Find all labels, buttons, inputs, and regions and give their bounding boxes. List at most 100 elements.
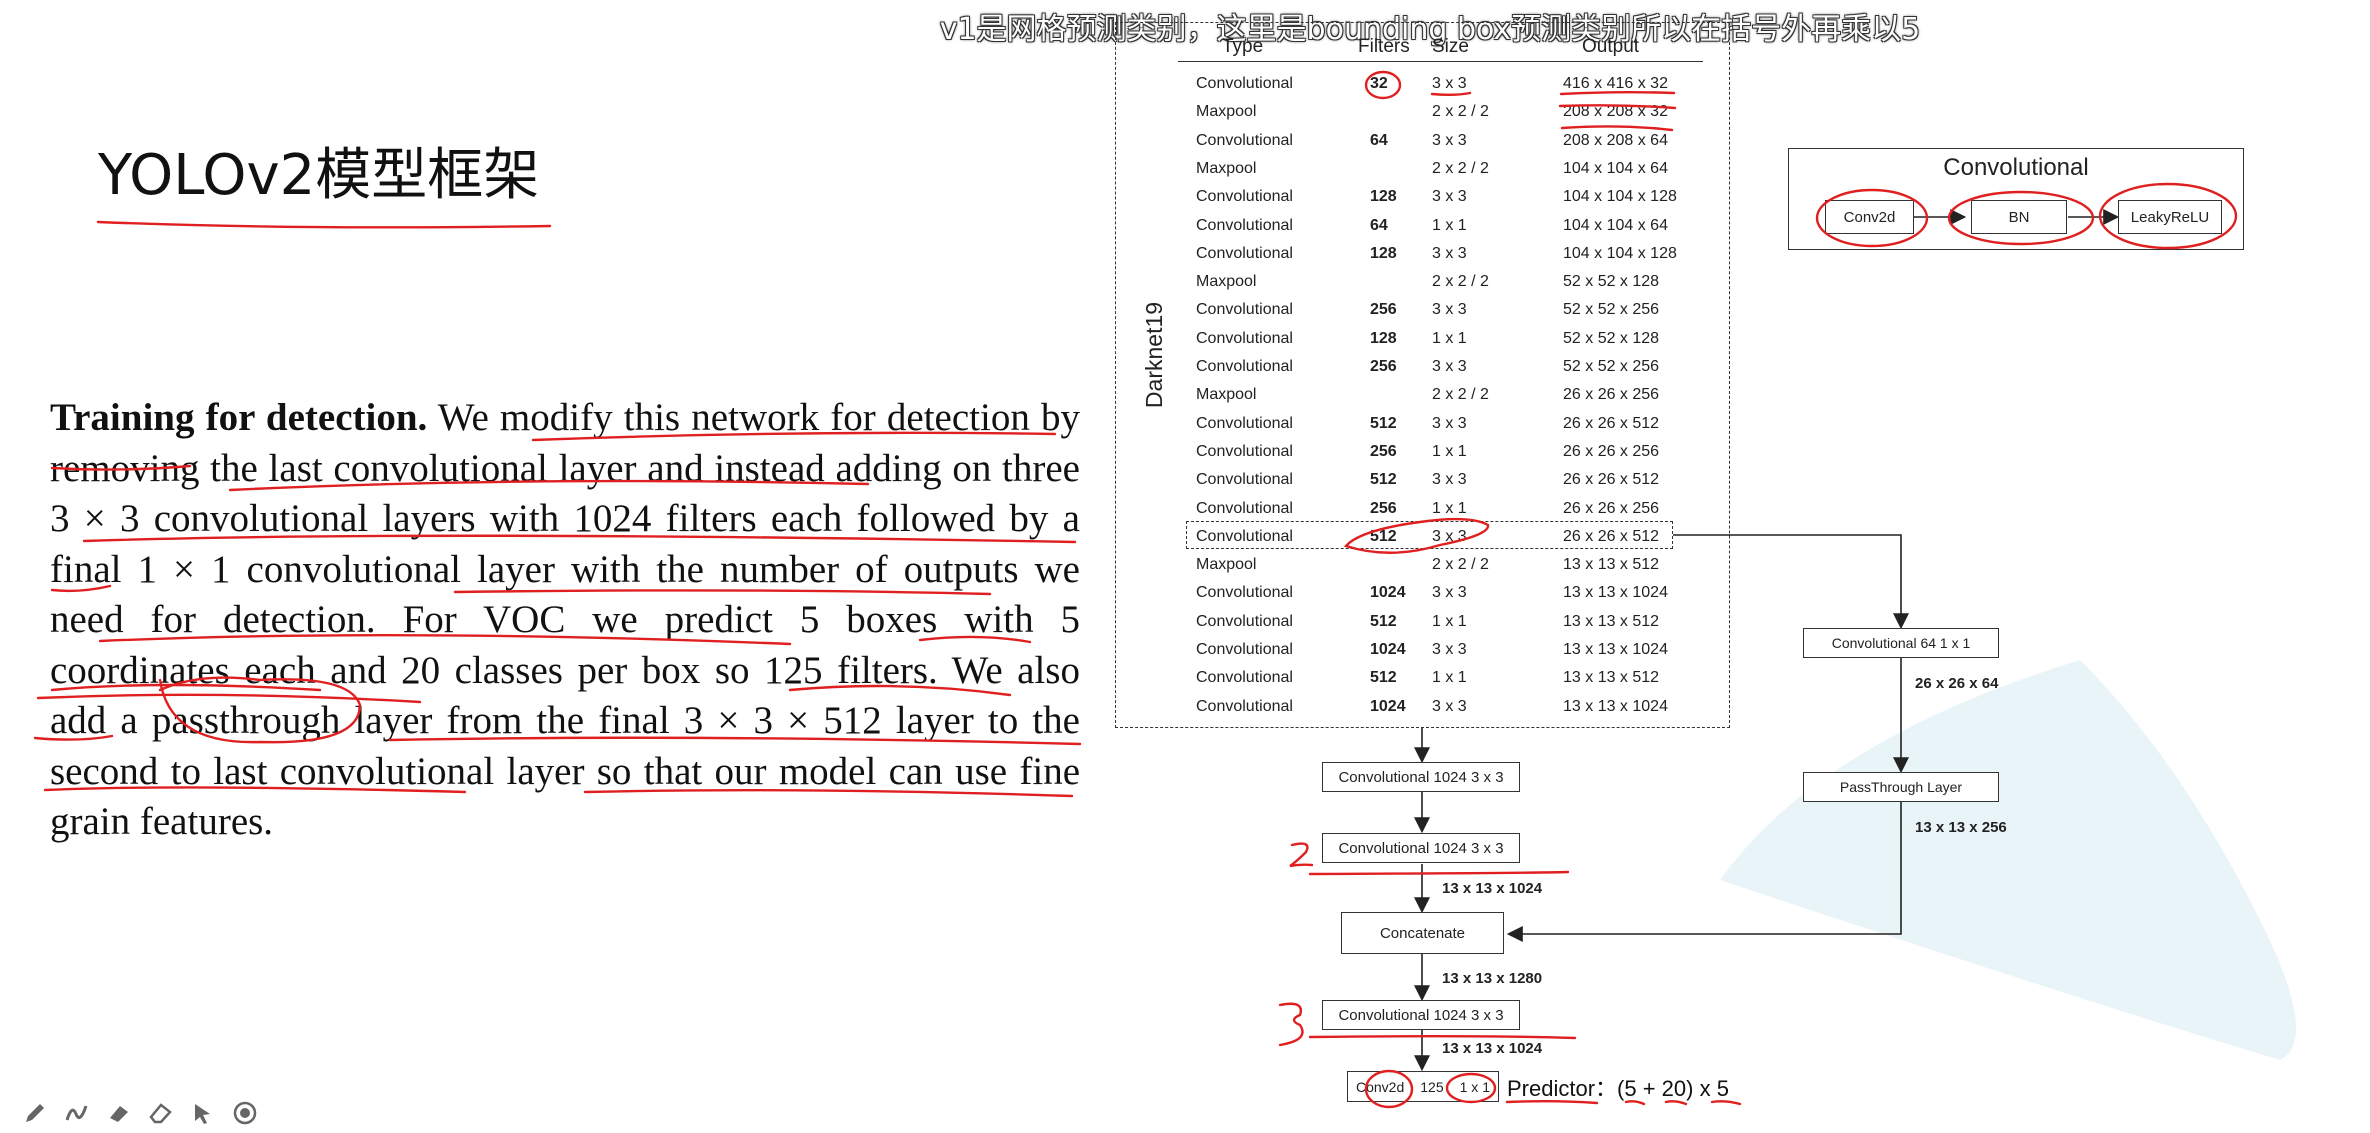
size-cell: 3 x 3 — [1432, 131, 1467, 149]
output-cell: 52 x 52 x 256 — [1563, 358, 1660, 375]
output-cell: 13 x 13 x 1024 — [1563, 584, 1668, 602]
curve-icon[interactable] — [62, 1098, 92, 1128]
filters-cell: 64 — [1370, 216, 1388, 234]
size-cell: 1 x 1 — [1432, 499, 1467, 517]
output-cell: 208 x 208 x 64 — [1563, 131, 1668, 149]
video-caption: v1是网格预测类别，这里是bounding box预测类别所以在括号外再乘以5 — [939, 12, 1921, 47]
layer-type-cell: Convolutional — [1196, 188, 1293, 206]
size-cell: 3 x 3 — [1432, 641, 1467, 658]
output-cell: 52 x 52 x 256 — [1563, 301, 1660, 319]
header-size: Size — [1432, 36, 1469, 57]
layer-type-cell: Convolutional — [1196, 131, 1293, 149]
head-conv-2: Convolutional 1024 3 x 3 — [1322, 833, 1520, 863]
size-cell: 3 x 3 — [1432, 471, 1467, 489]
table-row: Convolutional 128 1 x 1 52 x 52 x 128 — [1196, 326, 1716, 354]
layer-type-cell: Convolutional — [1196, 669, 1293, 687]
slide-title: YOLOv2模型框架 — [98, 143, 540, 208]
layer-type-cell: Convolutional — [1196, 641, 1293, 658]
layer-type-cell: Convolutional — [1196, 697, 1293, 715]
annotation-3: 3 — [1276, 996, 1277, 997]
output-cell: 104 x 104 x 128 — [1563, 244, 1677, 262]
filters-cell: 512 — [1370, 471, 1397, 489]
output-cell: 26 x 26 x 256 — [1563, 499, 1660, 517]
passthrough-layer-box: PassThrough Layer — [1803, 772, 1999, 802]
layer-type-cell: Maxpool — [1196, 103, 1257, 121]
header-type: Type — [1222, 36, 1264, 57]
background-watermark — [1720, 660, 2296, 1060]
passthrough-layer-output: 13 x 13 x 256 — [1915, 819, 2007, 836]
filters-cell: 256 — [1370, 499, 1397, 517]
output-cell: 26 x 26 x 512 — [1563, 527, 1660, 545]
size-cell: 1 x 1 — [1432, 669, 1467, 687]
legend-bn: BN — [1971, 200, 2067, 234]
output-cell: 13 x 13 x 1024 — [1563, 641, 1668, 658]
filters-cell: 256 — [1370, 358, 1397, 375]
header-filters: Filters — [1358, 36, 1410, 57]
filters-cell: 128 — [1370, 329, 1397, 347]
final-conv-size: 1 x 1 — [1459, 1078, 1490, 1095]
size-cell: 3 x 3 — [1432, 584, 1467, 602]
passthrough-conv-box: Convolutional 64 1 x 1 — [1803, 628, 1999, 658]
layer-type-cell: Maxpool — [1196, 556, 1257, 574]
head-conv-3: Convolutional 1024 3 x 3 — [1322, 1000, 1520, 1030]
head-conv-3-output: 13 x 13 x 1024 — [1442, 1040, 1543, 1057]
predictor-label: Predictor：(5 + 20) x 5 — [1507, 1076, 1729, 1101]
paper-heading: Training for detection. — [50, 396, 428, 439]
legend-conv2d: Conv2d — [1825, 200, 1914, 234]
layer-type-cell: Maxpool — [1196, 159, 1257, 177]
size-cell: 2 x 2 / 2 — [1432, 556, 1489, 574]
final-conv-type: Conv2d — [1356, 1078, 1405, 1095]
annotation-2: 2 — [1286, 832, 1287, 833]
legend-leakyrelu: LeakyReLU — [2118, 200, 2222, 234]
output-cell: 52 x 52 x 128 — [1563, 329, 1660, 347]
eraser-icon[interactable] — [146, 1098, 176, 1128]
header-output: Output — [1582, 36, 1640, 57]
output-cell: 13 x 13 x 1024 — [1563, 697, 1668, 715]
output-cell: 26 x 26 x 512 — [1563, 471, 1660, 489]
size-cell: 3 x 3 — [1432, 358, 1467, 375]
size-cell: 3 x 3 — [1432, 75, 1467, 92]
highlighter-icon[interactable] — [104, 1098, 134, 1128]
size-cell: 1 x 1 — [1432, 612, 1467, 630]
legend-title: Convolutional — [1943, 154, 2089, 181]
layer-type-cell: Maxpool — [1196, 386, 1257, 404]
paper-body: We modify this network for detection by … — [50, 396, 1080, 843]
filters-cell: 256 — [1370, 301, 1397, 319]
layer-type-cell: Convolutional — [1196, 329, 1293, 347]
record-icon[interactable] — [230, 1098, 260, 1128]
header-rule — [1178, 61, 1703, 62]
size-cell: 3 x 3 — [1432, 188, 1467, 206]
head-conv-1: Convolutional 1024 3 x 3 — [1322, 762, 1520, 792]
filters-cell: 1024 — [1370, 584, 1406, 602]
filters-cell: 1024 — [1370, 641, 1406, 658]
layer-type-cell: Convolutional — [1196, 301, 1293, 319]
filters-cell: 32 — [1370, 75, 1388, 92]
filters-cell: 512 — [1370, 669, 1397, 687]
pen-icon[interactable] — [20, 1098, 50, 1128]
size-cell: 1 x 1 — [1432, 329, 1467, 347]
passthrough-conv-output: 26 x 26 x 64 — [1915, 675, 1999, 692]
size-cell: 3 x 3 — [1432, 697, 1467, 715]
output-cell: 104 x 104 x 64 — [1563, 159, 1668, 177]
concatenate-box: Concatenate — [1341, 912, 1504, 954]
size-cell: 3 x 3 — [1432, 414, 1467, 432]
layer-type-cell: Convolutional — [1196, 244, 1293, 262]
size-cell: 3 x 3 — [1432, 244, 1467, 262]
highlighted-row-frame — [1186, 521, 1673, 549]
pointer-icon[interactable] — [188, 1098, 218, 1128]
output-cell: 26 x 26 x 256 — [1563, 442, 1660, 460]
